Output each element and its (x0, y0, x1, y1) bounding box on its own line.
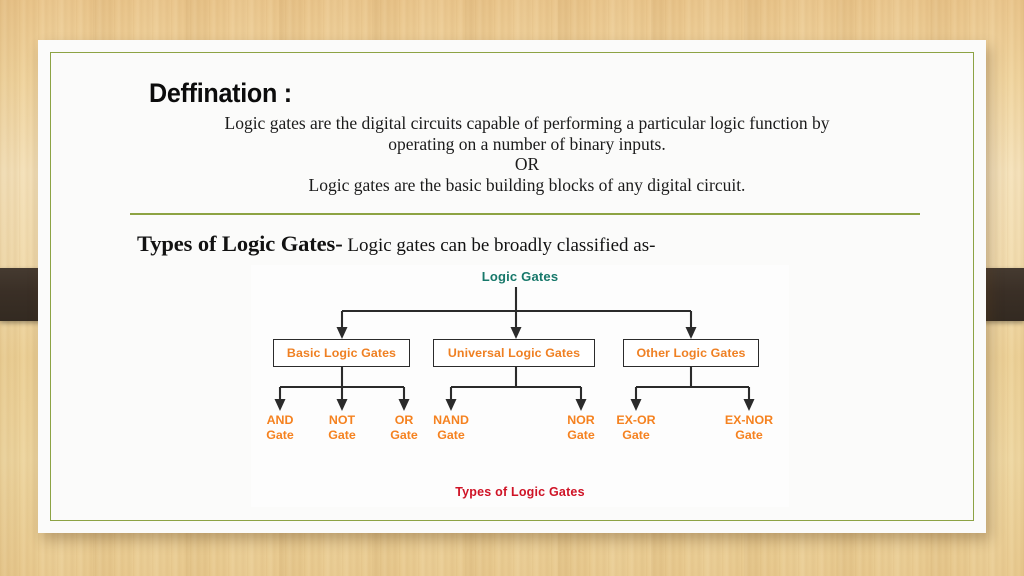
types-of-logic-gates-line: Types of Logic Gates- Logic gates can be… (137, 231, 655, 257)
category-box-universal-logic-gates[interactable]: Universal Logic Gates (433, 339, 595, 367)
leaf-nand-suffix: Gate (437, 428, 465, 442)
leaf-nand-gate: NAND Gate (414, 413, 488, 443)
leaf-and-name: AND (266, 413, 294, 427)
leaf-ex-nor-gate: EX-NOR Gate (712, 413, 786, 443)
leaf-exnor-name: EX-NOR (724, 413, 774, 427)
presentation-slide: Deffination : Logic gates are the digita… (38, 40, 986, 533)
leaf-or-name: OR (394, 413, 414, 427)
diagram-connector-lines (274, 287, 755, 411)
section-divider (130, 213, 920, 215)
definition-line-2: operating on a number of binary inputs. (388, 133, 666, 154)
leaf-not-gate: NOT Gate (305, 413, 379, 443)
definition-line-or: OR (514, 154, 540, 175)
leaf-or-suffix: Gate (390, 428, 418, 442)
category-box-other-logic-gates[interactable]: Other Logic Gates (623, 339, 759, 367)
leaf-nand-name: NAND (433, 413, 469, 427)
slide-content: Deffination : Logic gates are the digita… (51, 53, 973, 520)
leaf-not-name: NOT (328, 413, 356, 427)
leaf-nor-name: NOR (567, 413, 595, 427)
category-box-basic-logic-gates[interactable]: Basic Logic Gates (273, 339, 410, 367)
leaf-exor-suffix: Gate (622, 428, 650, 442)
diagram-caption: Types of Logic Gates (455, 485, 585, 499)
types-subtext: Logic gates can be broadly classified as… (342, 235, 656, 256)
definition-line-1: Logic gates are the digital circuits cap… (224, 113, 830, 133)
leaf-and-suffix: Gate (266, 428, 294, 442)
leaf-nor-suffix: Gate (567, 428, 595, 442)
diagram-root-label: Logic Gates (481, 269, 559, 284)
logic-gates-tree-diagram: Logic Gates (251, 265, 789, 507)
leaf-ex-or-gate: EX-OR Gate (599, 413, 673, 443)
leaf-exor-name: EX-OR (616, 413, 656, 427)
leaf-exnor-suffix: Gate (735, 428, 763, 442)
definition-body: Logic gates are the digital circuits cap… (139, 113, 915, 195)
leaf-and-gate: AND Gate (243, 413, 317, 443)
leaf-or-gate: OR Gate (367, 413, 441, 443)
types-heading: Types of Logic Gates- (137, 231, 343, 256)
definition-line-3: Logic gates are the basic building block… (308, 174, 746, 195)
slide-inner-border: Deffination : Logic gates are the digita… (50, 52, 974, 521)
leaf-not-suffix: Gate (328, 428, 356, 442)
leaf-nor-gate: NOR Gate (544, 413, 618, 443)
definition-heading: Deffination : (149, 78, 292, 108)
